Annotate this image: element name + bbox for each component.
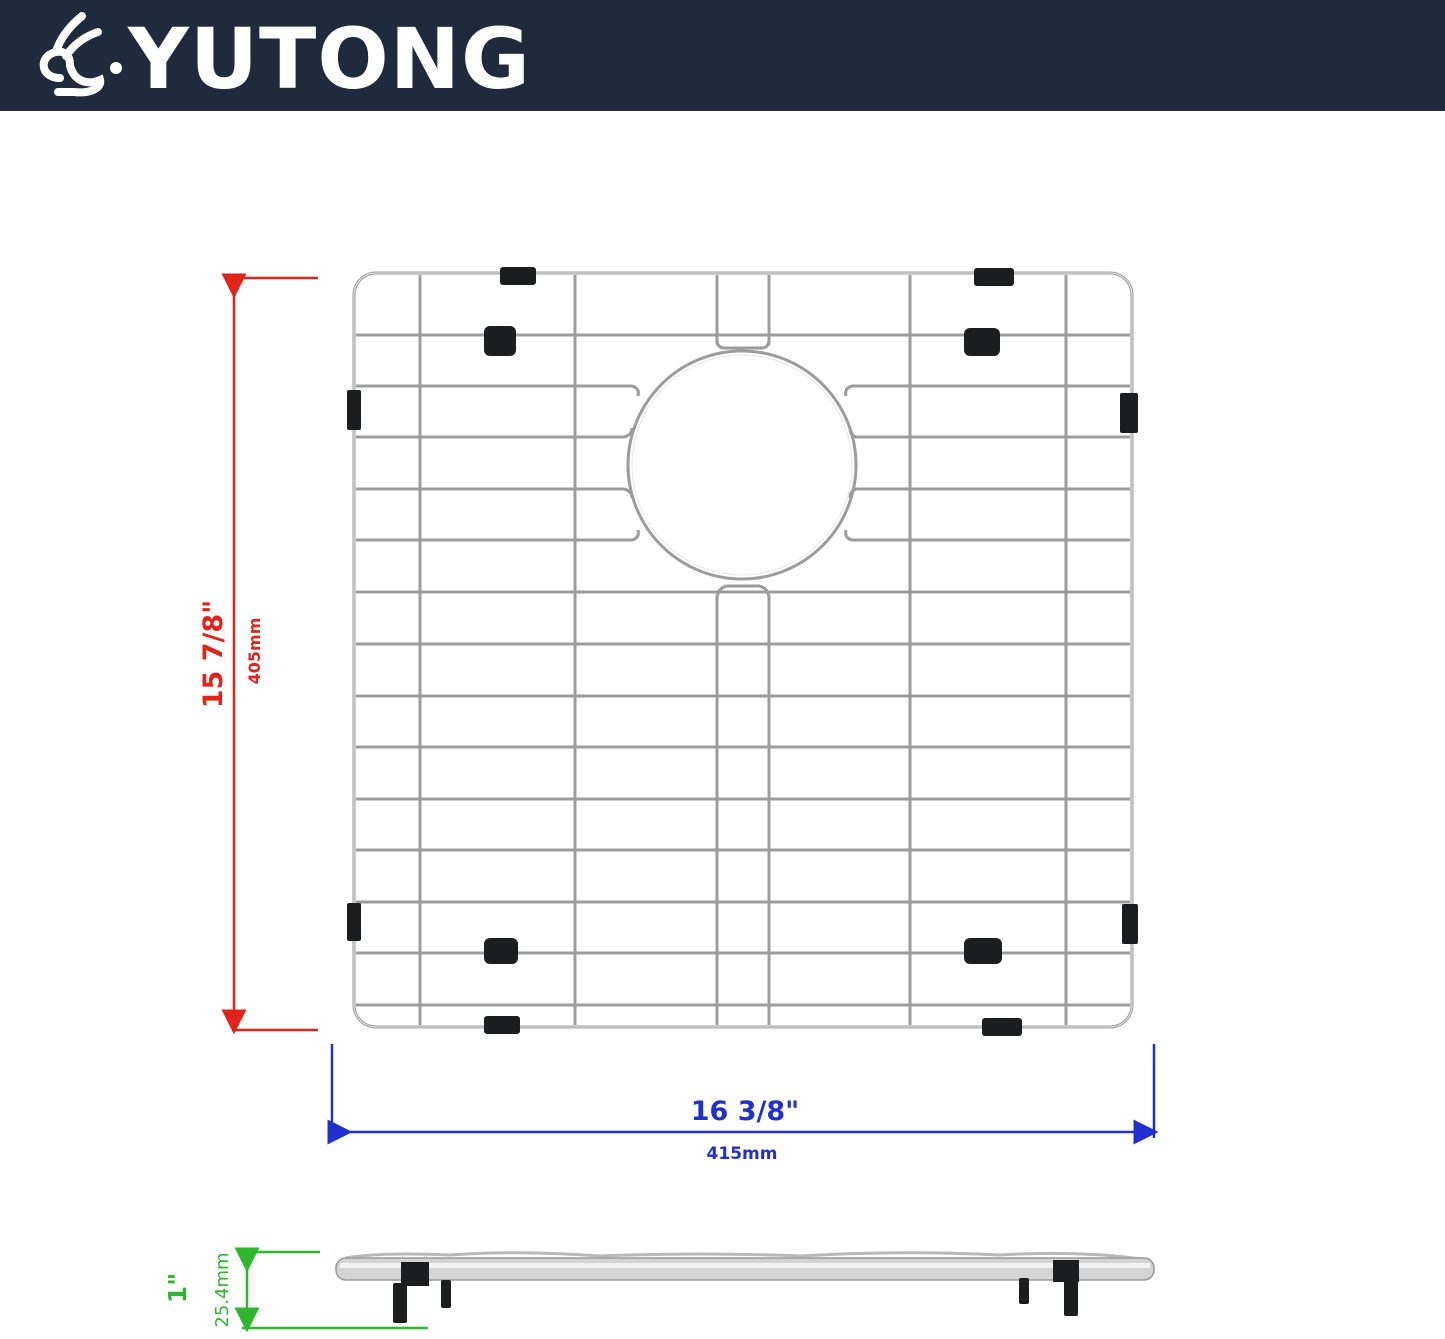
bumper-bottom-left: [484, 1016, 520, 1034]
grid-top-view: [347, 267, 1138, 1036]
foot-bottom-left: [484, 938, 518, 964]
foot-top-left: [484, 326, 516, 356]
vertical-wires: [418, 275, 1068, 1025]
side-bumper-left: [401, 1262, 429, 1286]
depth-dimension: 1" 25.4mm: [163, 1247, 428, 1333]
drain-cutout-ring: [626, 349, 858, 581]
width-metric-label: 415mm: [707, 1144, 778, 1164]
brand-name: YUTONG: [128, 10, 531, 108]
bumper-right-upper: [1120, 393, 1138, 433]
side-foot-right-outer: [1064, 1276, 1078, 1316]
width-imperial-label: 16 3/8": [691, 1096, 799, 1127]
width-dimension: 16 3/8" 415mm: [327, 1044, 1159, 1164]
bumper-top-right: [974, 268, 1014, 286]
foot-top-right: [964, 328, 1000, 356]
height-imperial-label: 15 7/8": [198, 600, 229, 708]
bumper-left-upper: [347, 390, 361, 430]
depth-metric-label: 25.4mm: [212, 1252, 233, 1327]
side-foot-left-inner: [441, 1280, 451, 1308]
brand-header: YUTONG: [0, 0, 1445, 111]
bumper-bottom-right: [982, 1018, 1022, 1036]
depth-imperial-label: 1": [163, 1273, 192, 1303]
foot-bottom-right: [964, 938, 1002, 964]
rabbit-logo-icon: [39, 12, 122, 97]
rubber-bumpers: [347, 267, 1138, 1036]
height-dimension: 15 7/8" 405mm: [198, 273, 318, 1035]
side-foot-right-inner: [1019, 1278, 1029, 1304]
bumper-left-lower: [347, 903, 361, 941]
bumper-right-lower: [1122, 904, 1138, 944]
height-metric-label: 405mm: [245, 618, 264, 685]
horizontal-wires: [356, 333, 1130, 1007]
bumper-top-left: [500, 267, 536, 285]
grid-side-view: [335, 1251, 1155, 1323]
side-foot-left-outer: [393, 1283, 407, 1323]
side-view-frame-bar: [335, 1257, 1155, 1281]
